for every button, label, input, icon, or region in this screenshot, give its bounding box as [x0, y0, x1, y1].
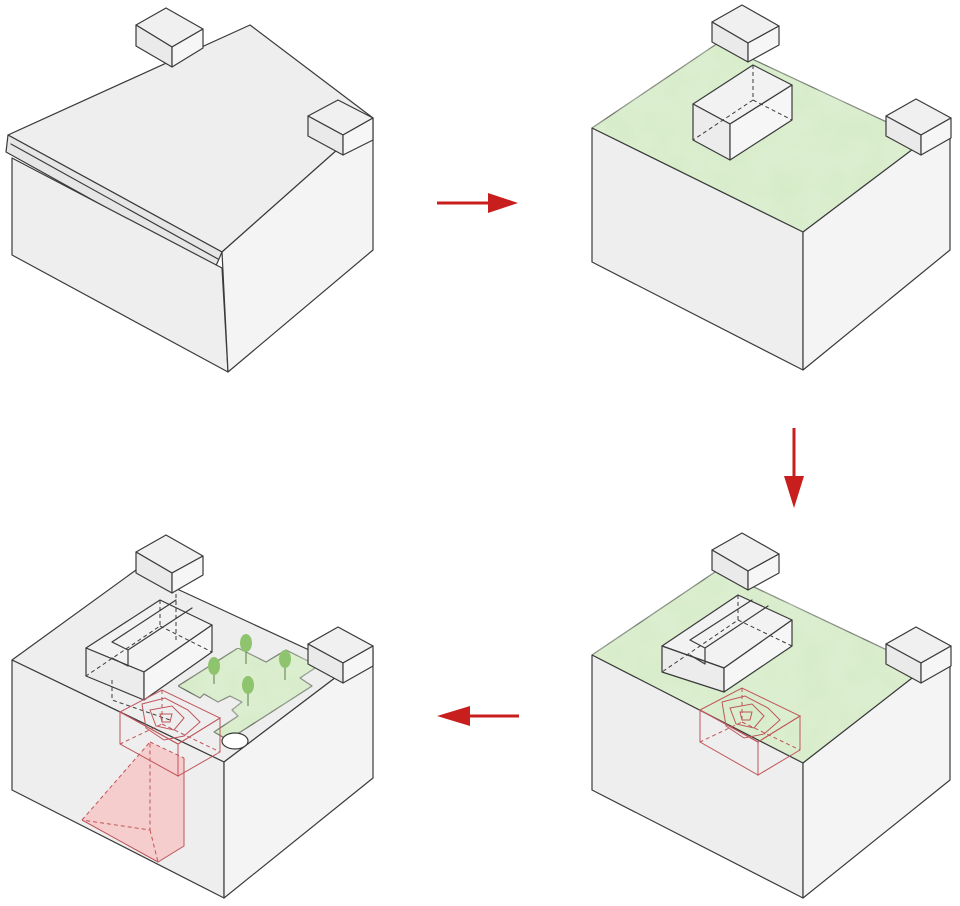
step-2-roof-volume	[692, 64, 793, 161]
step-3-chimney-b-right	[920, 645, 952, 684]
step-4-trees	[208, 634, 291, 706]
arrow-right-icon	[437, 193, 518, 213]
step-4-massing	[11, 534, 374, 899]
step-1-chimney-b-right	[342, 117, 374, 156]
step-3-massing	[591, 532, 952, 899]
step-1-right-wall	[221, 117, 374, 373]
tree-icon	[242, 676, 254, 706]
tree-icon	[240, 634, 252, 664]
step-4-chimney-a-right	[171, 555, 204, 594]
tree-icon	[279, 650, 291, 680]
step-4-red-volume	[118, 689, 222, 777]
step-1-massing	[5, 7, 374, 373]
step-4-chimney-b-right	[342, 645, 374, 684]
step-3-right-wall	[802, 649, 951, 899]
step-1-eave-line	[10, 143, 219, 260]
step-1-chimney-a-right	[171, 28, 204, 68]
step-3-red-volume	[698, 687, 802, 776]
step-2-massing	[591, 4, 952, 371]
tree-icon	[208, 657, 220, 684]
step-3-roof-volume	[661, 594, 793, 693]
step-4-roof-volume	[85, 594, 213, 721]
arrow-down-icon	[784, 428, 804, 508]
arrow-left-icon	[437, 706, 519, 726]
step-3-chimney-a-right	[747, 553, 780, 591]
step-4-right-wall	[223, 649, 374, 899]
step-2-right-wall	[802, 121, 951, 371]
step-2-chimney-a-right	[747, 25, 780, 63]
step-2-chimney-b-right	[920, 117, 952, 156]
step-4-round-opening	[221, 732, 249, 750]
